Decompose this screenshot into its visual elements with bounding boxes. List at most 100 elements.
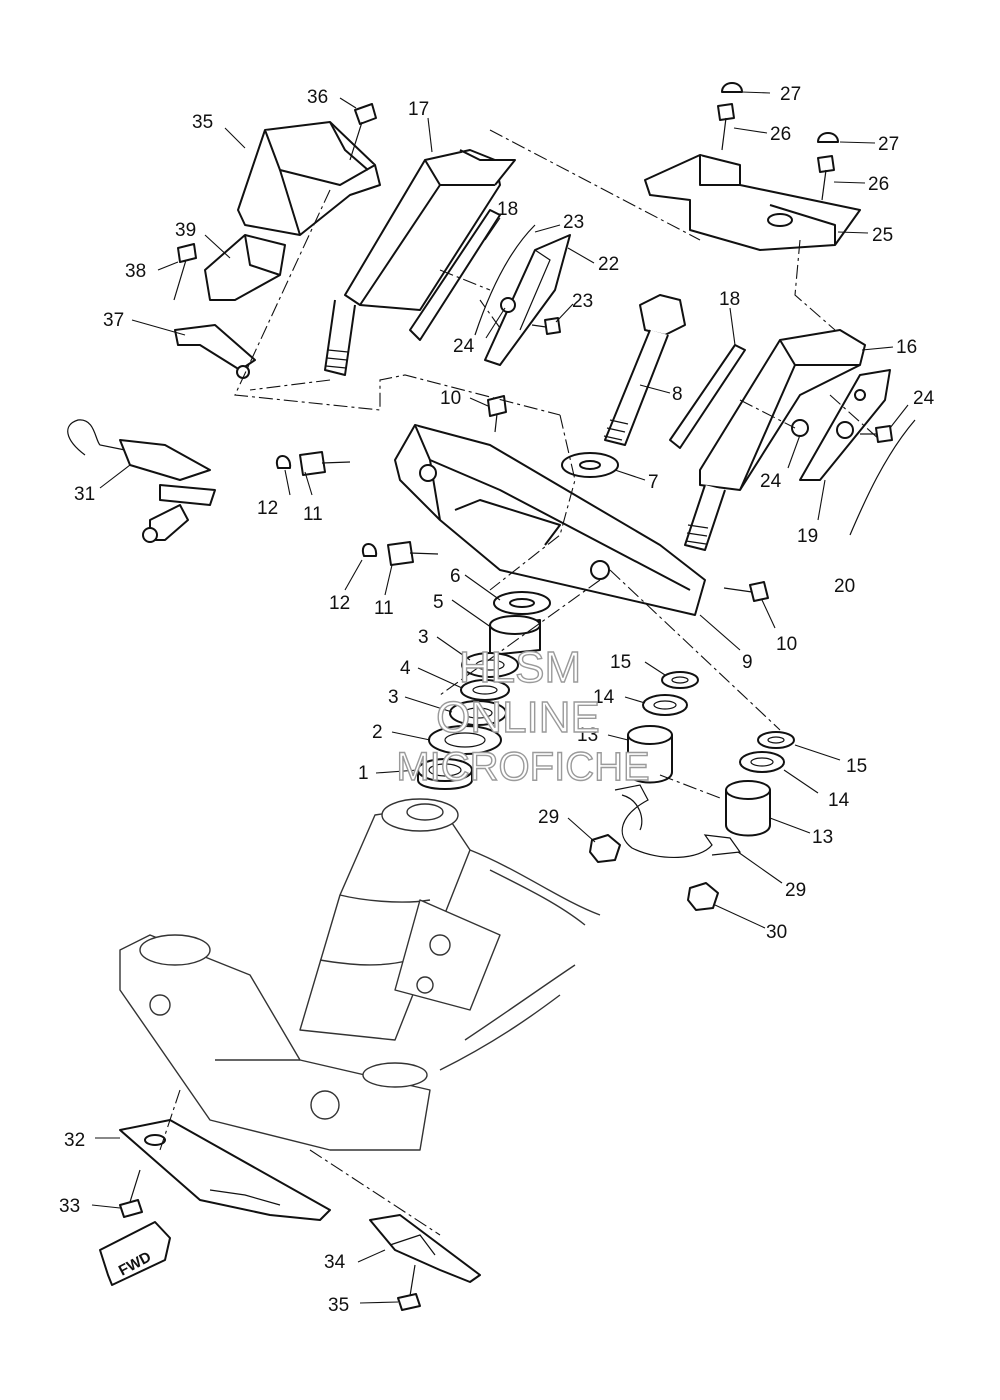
part-cable-22 — [474, 224, 536, 336]
watermark-line-3: MICROFICHE — [396, 745, 649, 789]
callout-1: 1 — [358, 763, 369, 784]
callout-14-top: 14 — [593, 687, 615, 708]
part-clip-30 — [67, 419, 216, 543]
callout-15-top: 15 — [610, 652, 631, 673]
part-screw-23-left — [531, 317, 561, 335]
callout-26-b: 26 — [868, 174, 889, 195]
leader-lines — [91, 91, 909, 1304]
part-bearing-1 — [417, 758, 473, 790]
callout-28: 29 — [785, 880, 806, 901]
part-screw-23-right — [860, 425, 893, 443]
callout-29-right: 30 — [766, 922, 787, 943]
part-cap-27-a — [721, 82, 743, 93]
part-lever-19 — [799, 369, 891, 481]
callout-10-right: 10 — [776, 634, 797, 655]
callout-19: 19 — [797, 526, 818, 547]
part-bolt-26-b — [817, 155, 835, 201]
callout-22: 23 — [563, 212, 584, 233]
callout-30: 31 — [74, 484, 95, 505]
callout-25: 25 — [872, 225, 893, 246]
part-bolt-26-a — [717, 103, 735, 151]
part-bracket-37 — [174, 324, 256, 379]
part-washer-6 — [493, 591, 551, 615]
watermark: HLSM ONLINE MICROFICHE — [396, 642, 651, 789]
part-handlebar-16 — [684, 329, 866, 551]
watermark-line-2: ONLINE — [436, 693, 600, 742]
callout-32: 33 — [59, 1196, 80, 1217]
callout-38: 38 — [125, 261, 146, 282]
callout-7: 7 — [648, 472, 659, 493]
part-bolt-34 — [397, 1264, 421, 1311]
callout-13-right: 13 — [812, 827, 833, 848]
part-grip-18-right — [669, 344, 746, 449]
part-bolt-11-top — [299, 451, 351, 476]
callout-9: 9 — [742, 652, 753, 673]
part-screw-38 — [173, 243, 197, 301]
callout-12-bottom: 12 — [329, 593, 350, 614]
callout-14-right: 14 — [828, 790, 850, 811]
part-nut-3-bottom — [449, 700, 507, 726]
callout-3-top: 3 — [418, 627, 429, 648]
callout-4: 4 — [400, 658, 411, 679]
callout-21: 22 — [598, 254, 619, 275]
fwd-direction-tag: FWD — [99, 1221, 171, 1286]
callout-3-bottom: 3 — [388, 687, 399, 708]
part-grip-18-left — [409, 209, 501, 341]
part-crown-9 — [394, 424, 706, 616]
callout-17: 17 — [408, 99, 429, 120]
callout-13-left: 13 — [577, 725, 598, 746]
part-washer-15-right — [757, 731, 795, 749]
callout-23-right: 24 — [913, 388, 935, 409]
part-handlebar-17 — [324, 149, 516, 376]
callout-18-left: 18 — [497, 199, 518, 220]
part-nut-29-left — [589, 834, 621, 863]
part-switch-39 — [204, 234, 286, 301]
callout-37: 37 — [103, 310, 124, 331]
callout-39: 39 — [175, 220, 196, 241]
part-washer-4 — [460, 679, 510, 701]
part-bracket-28 — [614, 784, 742, 858]
part-washer-14-right — [739, 751, 785, 773]
callout-34: 35 — [328, 1295, 349, 1316]
callout-11-top: 11 — [303, 504, 323, 525]
callout-5: 5 — [433, 592, 444, 613]
part-bolt-10-top — [487, 395, 507, 433]
callout-36: 36 — [307, 87, 328, 108]
part-washer-14-top — [642, 694, 688, 716]
part-plate-33 — [369, 1214, 481, 1283]
part-holder-25 — [644, 154, 861, 251]
callout-24-right: 24 — [760, 471, 782, 492]
watermark-line-1: HLSM — [459, 643, 581, 692]
callout-24-left: 24 — [453, 336, 475, 357]
part-spacer-5 — [489, 615, 541, 656]
part-cap-12-top — [275, 455, 292, 469]
part-washer-7 — [561, 452, 619, 478]
callout-16: 16 — [896, 337, 917, 358]
callout-31: 32 — [64, 1130, 85, 1151]
callout-8: 8 — [672, 384, 683, 405]
callout-33: 34 — [324, 1252, 346, 1273]
part-nut-29-right — [687, 882, 719, 911]
part-damper-13-right — [725, 780, 771, 837]
callout-18-right: 18 — [719, 289, 740, 310]
callout-35: 35 — [192, 112, 213, 133]
part-lever-21 — [484, 234, 571, 366]
callout-20: 20 — [834, 576, 855, 597]
part-cap-27-b — [817, 132, 839, 143]
part-bolt-36 — [349, 103, 377, 161]
callout-11-bottom: 11 — [374, 598, 394, 619]
part-bolt-11-bottom — [387, 541, 439, 566]
callout-15-right: 15 — [846, 756, 867, 777]
part-cover-35 — [237, 121, 381, 236]
frame-head-pipe — [119, 798, 601, 1151]
part-bolt-10-right — [723, 581, 769, 602]
callout-27-a: 27 — [780, 84, 801, 105]
part-bolt-32 — [119, 1169, 143, 1218]
callout-23-left: 23 — [572, 291, 593, 312]
part-nut-3-top — [461, 652, 519, 678]
part-collar-24-left — [500, 297, 516, 313]
part-cap-12-bottom — [361, 543, 378, 557]
part-damper-13-left — [627, 725, 673, 784]
part-bolt-8 — [603, 294, 686, 446]
